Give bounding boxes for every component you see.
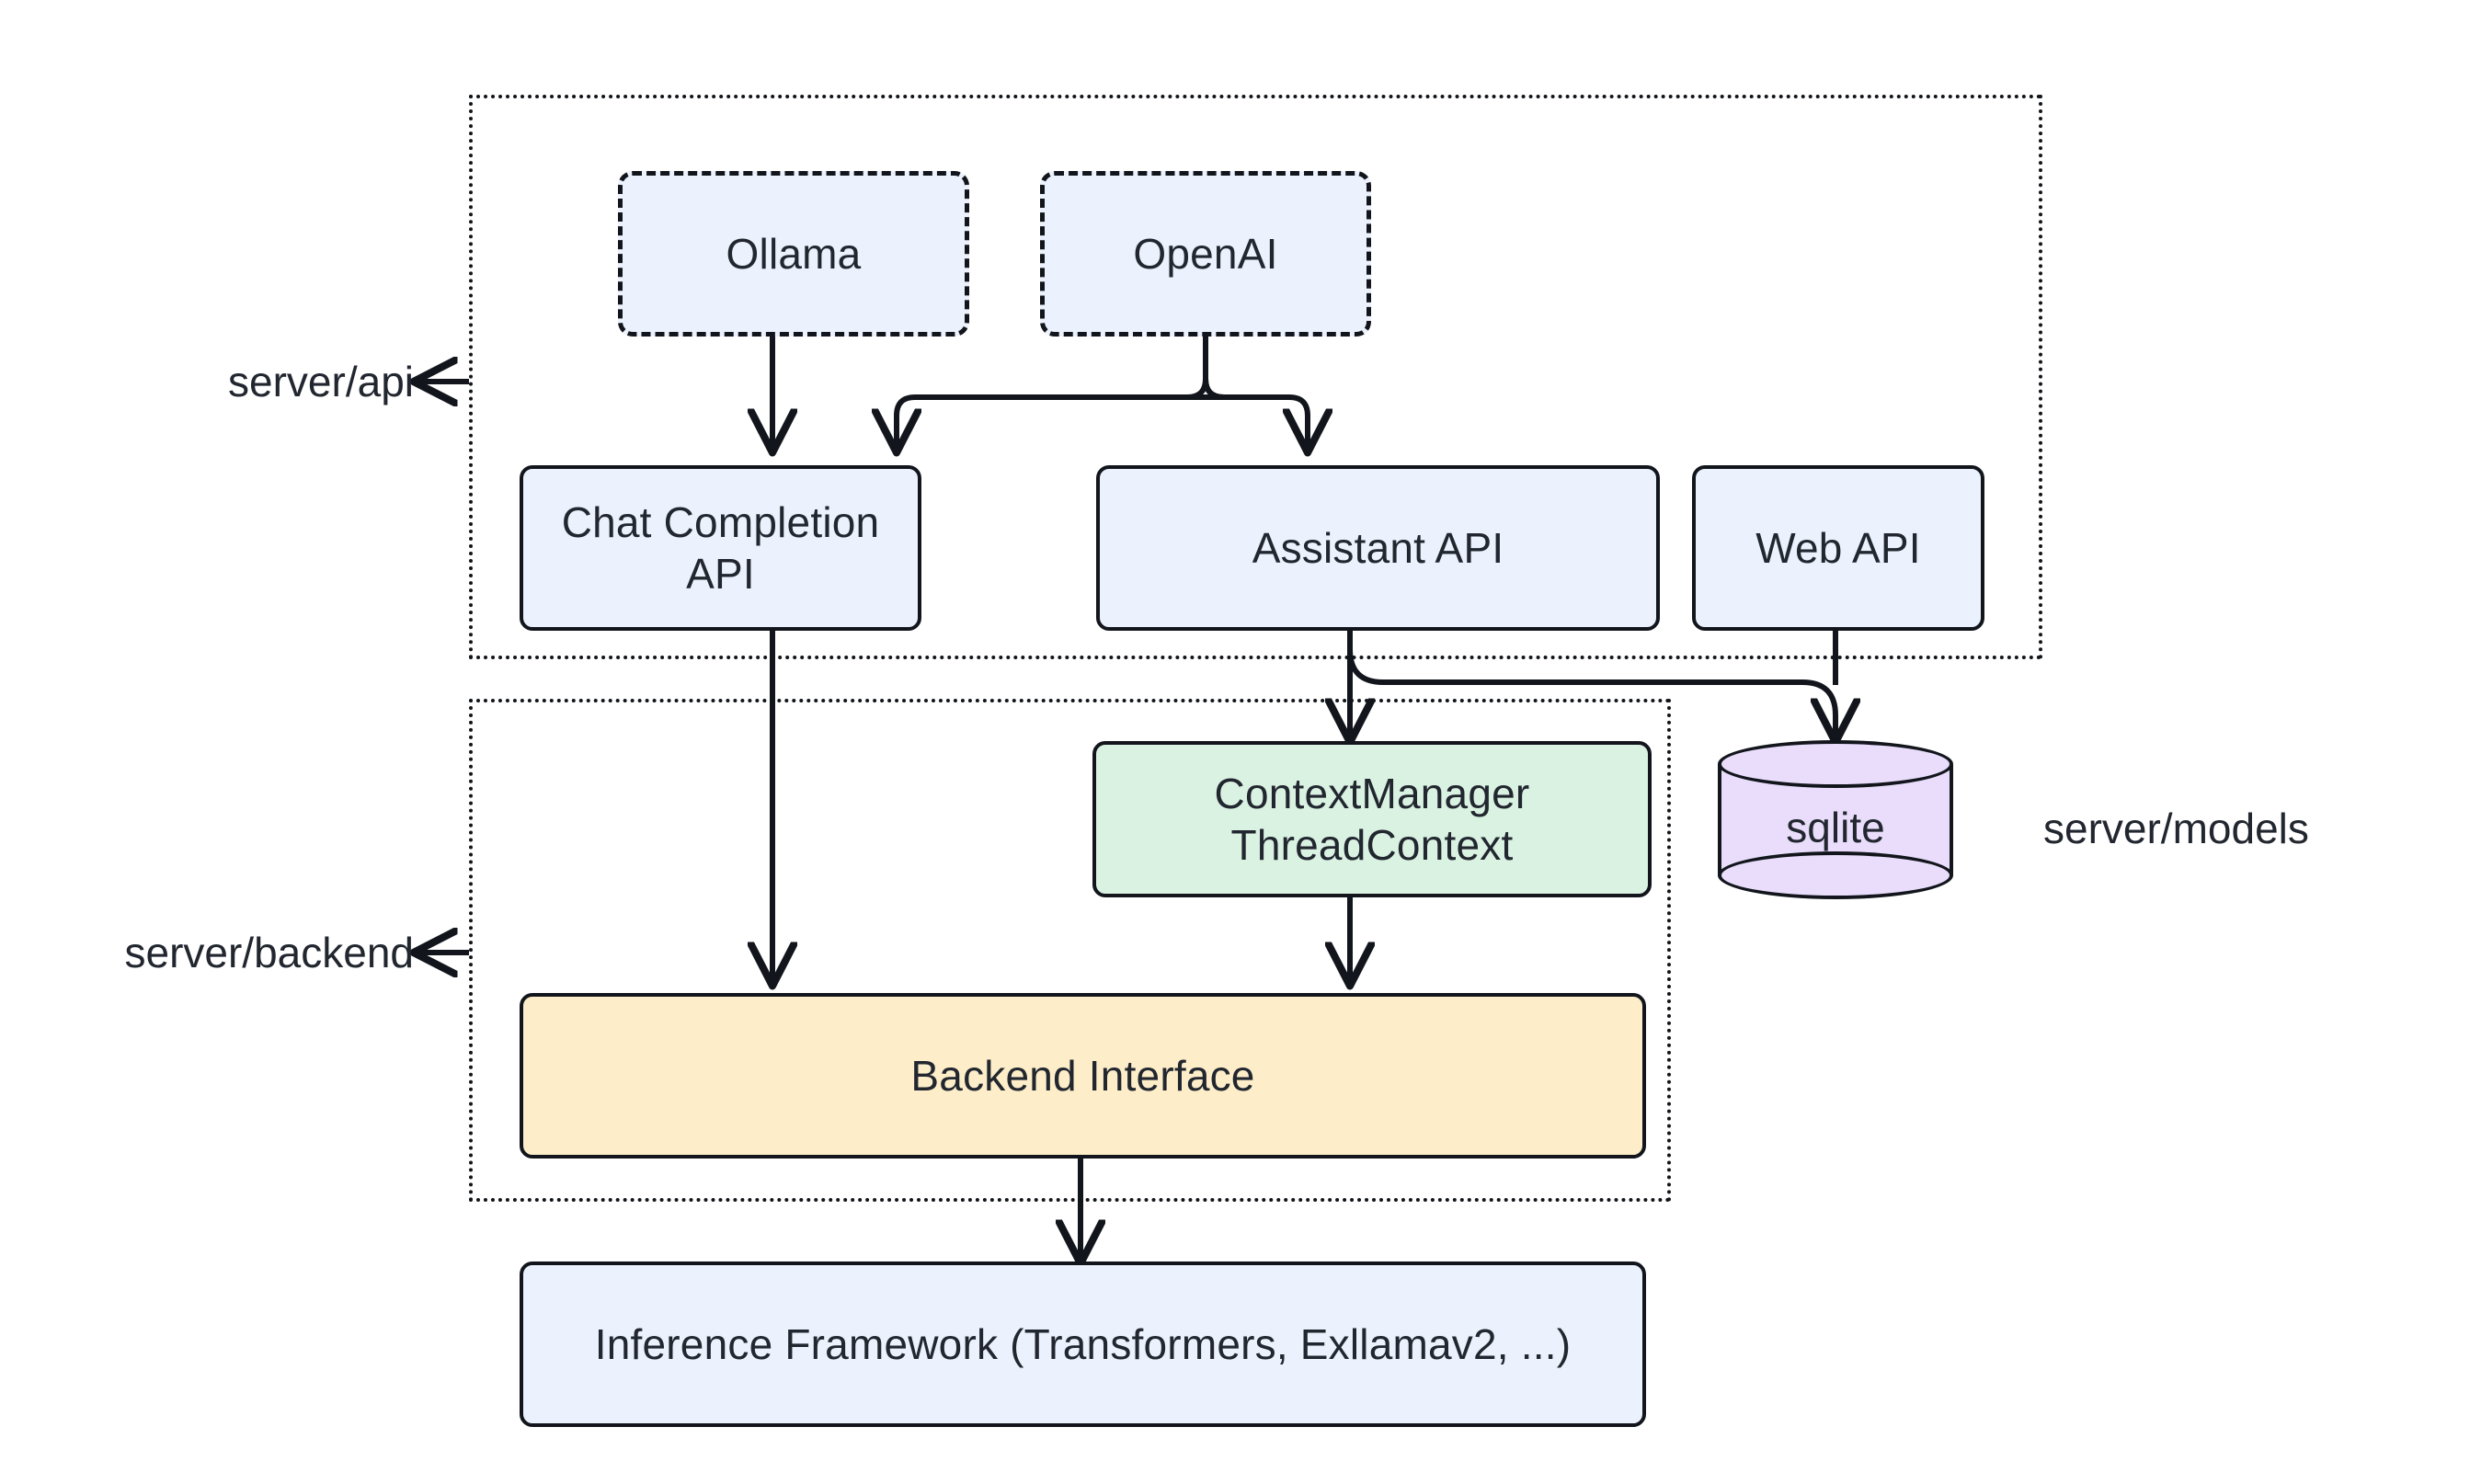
- node-chat-completion-api-label: Chat Completion API: [561, 497, 880, 598]
- node-web-api[interactable]: Web API: [1692, 465, 1984, 631]
- node-ollama-label: Ollama: [726, 229, 862, 278]
- node-sqlite[interactable]: sqlite: [1718, 740, 1953, 899]
- node-assistant-api-label: Assistant API: [1252, 523, 1504, 572]
- node-openai-label: OpenAI: [1133, 229, 1278, 278]
- group-server-api: [469, 95, 2042, 659]
- annotation-server-models: server/models: [2043, 805, 2309, 852]
- node-sqlite-label: sqlite: [1786, 803, 1885, 851]
- node-chat-completion-api[interactable]: Chat Completion API: [520, 465, 921, 631]
- node-inference-framework[interactable]: Inference Framework (Transformers, Exlla…: [520, 1261, 1646, 1427]
- sqlite-cylinder-top: [1718, 740, 1953, 788]
- node-inference-framework-label: Inference Framework (Transformers, Exlla…: [594, 1319, 1572, 1368]
- node-context-manager-label-line1: ContextManager: [1214, 769, 1530, 817]
- node-context-manager[interactable]: ContextManager ThreadContext: [1092, 741, 1652, 897]
- node-assistant-api[interactable]: Assistant API: [1096, 465, 1660, 631]
- sqlite-cylinder-bottom: [1718, 851, 1953, 899]
- node-backend-interface-label: Backend Interface: [910, 1051, 1255, 1100]
- annotation-server-api: server/api: [228, 358, 414, 405]
- node-ollama[interactable]: Ollama: [618, 171, 969, 337]
- node-web-api-label: Web API: [1755, 523, 1921, 572]
- node-context-manager-label-line2: ThreadContext: [1230, 821, 1514, 869]
- node-openai[interactable]: OpenAI: [1040, 171, 1371, 337]
- node-backend-interface[interactable]: Backend Interface: [520, 993, 1646, 1159]
- group-server-backend: [469, 699, 1671, 1202]
- annotation-server-backend: server/backend: [124, 929, 415, 976]
